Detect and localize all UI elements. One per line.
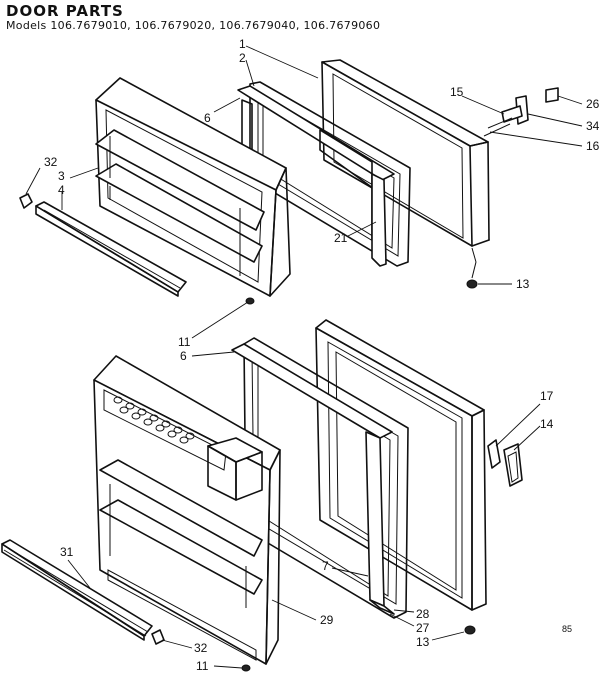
label-part-2: 2 — [239, 51, 246, 65]
model-numbers: Models 106.7679010, 106.7679020, 106.767… — [6, 19, 381, 32]
label-part-32-lower: 32 — [194, 641, 208, 655]
upper-hinge-assembly — [483, 87, 559, 137]
egg-tray-holes — [113, 396, 195, 444]
label-part-3: 3 — [58, 169, 65, 183]
label-part-11-upper: 11 — [178, 335, 191, 349]
label-part-29: 29 — [320, 613, 334, 627]
freezer-door-outer-panel — [321, 59, 490, 247]
label-part-32-upper: 32 — [44, 155, 58, 169]
label-part-34: 34 — [586, 119, 600, 133]
label-part-1: 1 — [239, 37, 246, 51]
label-part-11-lower: 11 — [196, 659, 209, 673]
part-labels: 1 2 6 32 3 4 21 15 26 34 16 13 11 6 17 1… — [44, 37, 600, 673]
door-bumper-lower — [464, 625, 476, 635]
label-part-16: 16 — [586, 139, 600, 153]
door-cam-lower — [151, 629, 165, 645]
label-part-15: 15 — [450, 85, 464, 99]
label-part-26: 26 — [586, 97, 600, 111]
leader-lines — [25, 45, 583, 669]
freezer-handle-strip — [35, 201, 187, 297]
label-part-14: 14 — [540, 417, 554, 431]
fresh-food-door-breaker-strip — [231, 343, 395, 615]
label-part-28: 28 — [416, 607, 430, 621]
label-part-17: 17 — [540, 389, 554, 403]
fresh-food-door-liner — [93, 355, 281, 665]
label-part-27: 27 — [416, 621, 430, 635]
label-part-7: 7 — [322, 559, 329, 573]
label-part-4: 4 — [58, 183, 65, 197]
fresh-food-door-outer-panel — [315, 319, 487, 611]
label-part-21: 21 — [334, 231, 348, 245]
freezer-door-breaker-strip — [237, 85, 395, 267]
label-part-31: 31 — [60, 545, 74, 559]
fresh-food-handle-strip — [1, 539, 153, 641]
door-bumper-upper — [466, 247, 478, 289]
label-part-13-upper: 13 — [516, 277, 530, 291]
label-part-13-lower: 13 — [416, 635, 430, 649]
corner-mark: 85 — [562, 624, 572, 634]
door-cam-upper — [19, 193, 33, 209]
page-title: DOOR PARTS — [6, 2, 124, 20]
door-stop-screw-lower — [241, 664, 251, 672]
freezer-door-liner — [95, 77, 291, 305]
door-handle-cover — [487, 439, 523, 487]
label-part-6-upper: 6 — [204, 111, 211, 125]
label-part-6-lower: 6 — [180, 349, 187, 363]
